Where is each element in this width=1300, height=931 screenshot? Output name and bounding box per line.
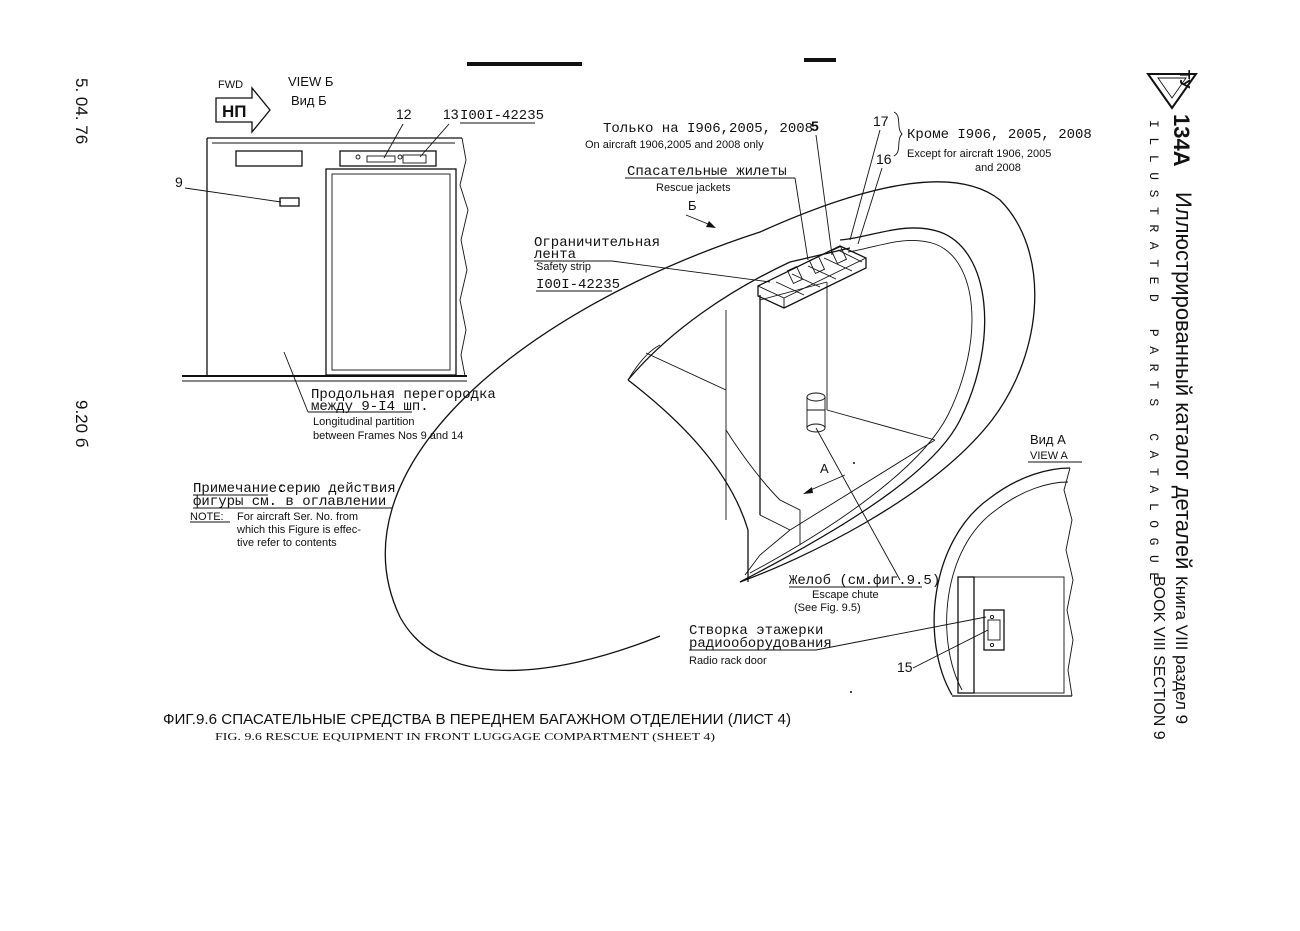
callout-16: 16 — [876, 151, 892, 167]
radio-rack-door-ru-1: Створка этажерки — [689, 623, 823, 639]
callout-17: 17 — [873, 113, 889, 129]
view-a-label-ru: Вид А — [1030, 432, 1066, 447]
note-text-ru-1: серию действия — [278, 480, 396, 497]
catalogue-title-ru: Иллюстрированный каталог деталей — [1171, 192, 1196, 569]
luggage-compartment-drawing: Б А Только на I906,2005, 2008 On aircraf… — [384, 111, 1092, 672]
registration-mark — [467, 62, 582, 66]
callout-15: 15 — [897, 659, 913, 675]
rescue-jackets-en: Rescue jackets — [656, 182, 731, 194]
safety-strip-en: Safety strip — [536, 261, 591, 273]
catalogue-title-en: ILLUSTRATED PARTS CATALOGUE — [1146, 120, 1161, 590]
note-text-en-1: For aircraft Ser. No. from — [237, 511, 358, 523]
note-text-en-3: tive refer to contents — [237, 537, 337, 549]
callout-9: 9 — [175, 174, 183, 190]
view-b-drawing: FWD НП VIEW Б Вид Б 9 12 13 I00I-42235 — [175, 74, 544, 442]
arrow-b-label: Б — [688, 198, 697, 213]
book-section-en: BOOK VIII SECTION 9 — [1150, 576, 1167, 740]
note-label-en: NOTE: — [190, 511, 224, 523]
margin-page-code: 9.20 б — [72, 400, 91, 448]
margin-date: 5. 04. 76 — [72, 78, 91, 144]
note-text-en-2: which this Figure is effec- — [236, 524, 361, 536]
fwd-label-ru: НП — [222, 102, 247, 121]
safety-strip-ru-1: Ограничительная — [534, 235, 660, 251]
note-text-ru-2: фигуры см. в оглавлении — [193, 494, 386, 510]
radio-rack-door-en: Radio rack door — [689, 655, 767, 667]
view-a-label-en: VIEW A — [1030, 450, 1069, 462]
partition-label-en-1: Longitudinal partition — [313, 416, 415, 428]
only-aircraft-ru: Только на I906,2005, 2008 — [603, 121, 813, 137]
partition-label-ru-2: между 9-I4 шп. — [311, 399, 429, 415]
callout-13: 13 — [443, 106, 459, 122]
callout-12: 12 — [396, 106, 412, 122]
partition-label-en-2: between Frames Nos 9 and 14 — [313, 430, 463, 442]
registration-mark — [804, 58, 836, 62]
safety-strip-ru-2: лента — [534, 247, 576, 263]
view-a-arrow-icon — [803, 474, 846, 494]
only-aircraft-en: On aircraft 1906,2005 and 2008 only — [585, 139, 764, 151]
model-number: 134А — [1169, 114, 1194, 167]
safety-strip-part-number: I00I-42235 — [536, 277, 620, 293]
view-a-drawing: Вид А VIEW A 15 — [850, 432, 1082, 697]
except-aircraft-en-1: Except for aircraft 1906, 2005 — [907, 148, 1051, 160]
figure-caption-en: FIG. 9.6 RESCUE EQUIPMENT IN FRONT LUGGA… — [215, 732, 716, 743]
book-section-ru: Книга VIII раздел 9 — [1172, 576, 1191, 724]
except-aircraft-en-2: and 2008 — [975, 162, 1021, 174]
arrow-a-label: А — [820, 461, 829, 476]
view-b-arrow-icon — [685, 214, 716, 228]
view-b-label-en: VIEW Б — [288, 74, 333, 89]
callout-5: 5 — [811, 118, 819, 134]
except-aircraft-ru: Кроме I906, 2005, 2008 — [907, 127, 1092, 143]
view-b-label-ru: Вид Б — [291, 93, 327, 108]
figure-caption-ru: ФИГ.9.6 СПАСАТЕЛЬНЫЕ СРЕДСТВА В ПЕРЕДНЕМ… — [163, 711, 791, 728]
note-block: Примечание: серию действия фигуры см. в … — [190, 480, 396, 549]
forward-arrow-icon — [215, 86, 271, 134]
escape-chute-ru: Желоб (см.фиг.9.5) — [789, 572, 940, 589]
radio-rack-door-ru-2: радиооборудования — [689, 635, 832, 652]
callout-13-part-number: I00I-42235 — [460, 108, 544, 124]
note-label-ru: Примечание: — [193, 481, 285, 497]
rescue-jackets-ru: Спасательные жилеты — [627, 164, 787, 180]
partition-label-ru-1: Продольная перегородка — [311, 387, 496, 403]
escape-chute-en-1: Escape chute — [812, 589, 879, 601]
logo-text: ТУ — [1176, 70, 1193, 89]
catalogue-logo: ТУ — [1146, 70, 1198, 110]
fwd-label-en: FWD — [218, 79, 243, 91]
escape-chute-en-2: (See Fig. 9.5) — [794, 602, 861, 614]
